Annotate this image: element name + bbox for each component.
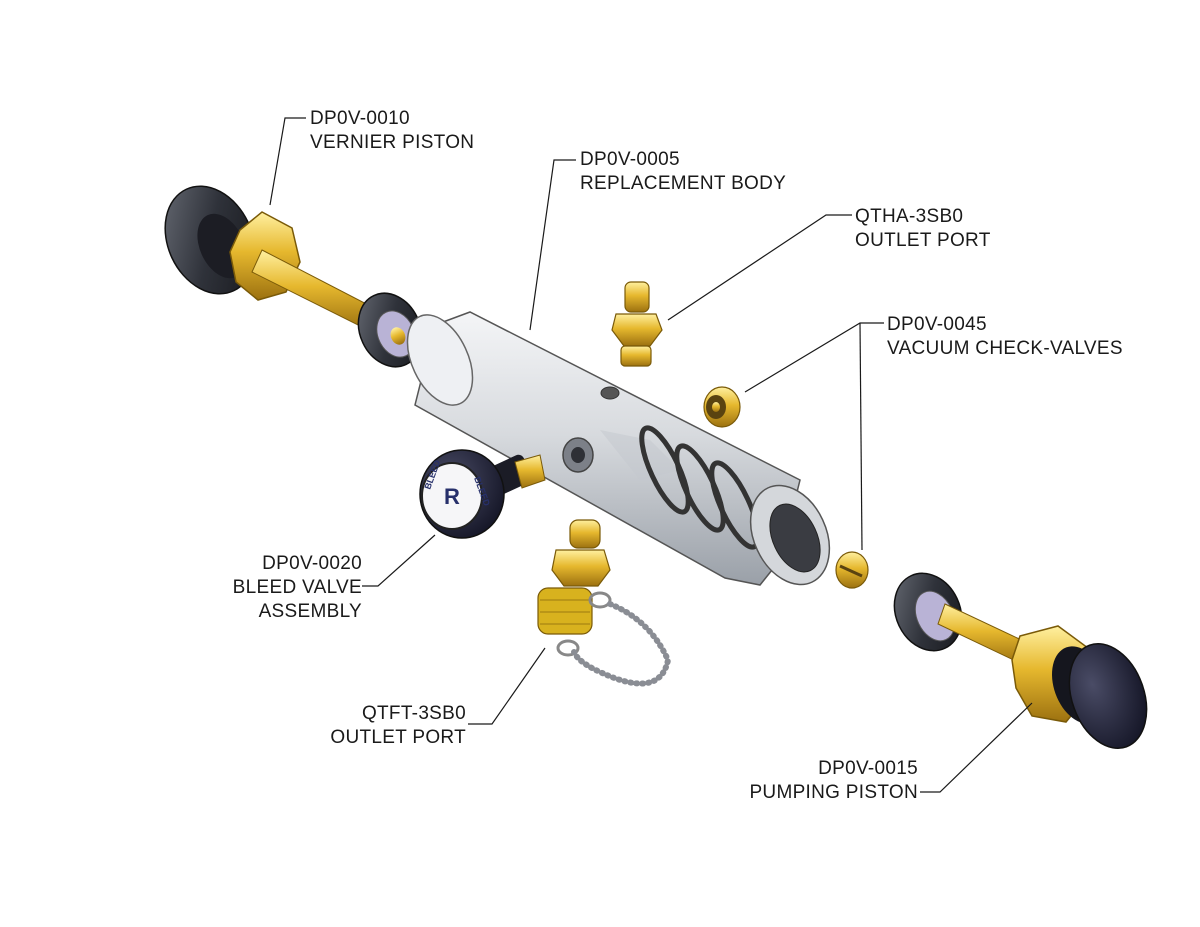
vernier-piston-part [164, 185, 423, 368]
callout-qtft-outlet-port: QTFT-3SB0 OUTLET PORT [300, 702, 466, 750]
part-description-line-2: ASSEMBLY [258, 601, 362, 622]
leader-vernier [269, 117, 306, 206]
callout-qtha-outlet-port: QTHA-3SB0 OUTLET PORT [855, 205, 991, 253]
callout-vacuum-check-valves: DP0V-0045 VACUUM CHECK-VALVES [887, 313, 1123, 361]
leader-check-upper [744, 322, 884, 393]
qtha-outlet-port-part [611, 281, 663, 367]
callout-bleed-valve-assembly: DP0V-0020 BLEED VALVE ASSEMBLY [226, 552, 362, 624]
part-description: OUTLET PORT [330, 727, 466, 748]
part-description: OUTLET PORT [855, 230, 991, 251]
callout-pumping-piston: DP0V-0015 PUMPING PISTON [700, 757, 918, 805]
leader-qtft [468, 647, 546, 725]
part-description: VACUUM CHECK-VALVES [887, 338, 1123, 359]
part-number: QTHA-3SB0 [855, 206, 964, 227]
part-number: DP0V-0020 [262, 553, 362, 574]
qtft-outlet-port-part [537, 519, 672, 687]
vacuum-check-valve-lower [835, 551, 869, 589]
part-description-line-1: BLEED VALVE [232, 577, 362, 598]
pumping-piston-part [893, 572, 1148, 749]
part-number: DP0V-0005 [580, 149, 680, 170]
callout-vernier-piston: DP0V-0010 VERNIER PISTON [310, 107, 474, 155]
part-description: REPLACEMENT BODY [580, 173, 787, 194]
leader-pump [920, 702, 1033, 793]
leader-lines [269, 117, 1033, 793]
leader-check-lower [859, 322, 863, 551]
part-number: DP0V-0045 [887, 314, 987, 335]
vacuum-check-valve-upper [703, 386, 741, 428]
callout-replacement-body: DP0V-0005 REPLACEMENT BODY [580, 148, 786, 196]
svg-text:R: R [444, 484, 460, 509]
part-description: PUMPING PISTON [749, 782, 918, 803]
leader-body [529, 159, 576, 331]
part-number: QTFT-3SB0 [361, 703, 466, 724]
leader-qtha [667, 214, 852, 321]
part-description: VERNIER PISTON [310, 132, 475, 153]
part-number: DP0V-0010 [310, 108, 410, 129]
leader-bleed [362, 534, 436, 587]
bleed-valve-assembly-part: R [419, 449, 546, 539]
part-number: DP0V-0015 [818, 758, 918, 779]
replacement-body-part [406, 311, 831, 586]
